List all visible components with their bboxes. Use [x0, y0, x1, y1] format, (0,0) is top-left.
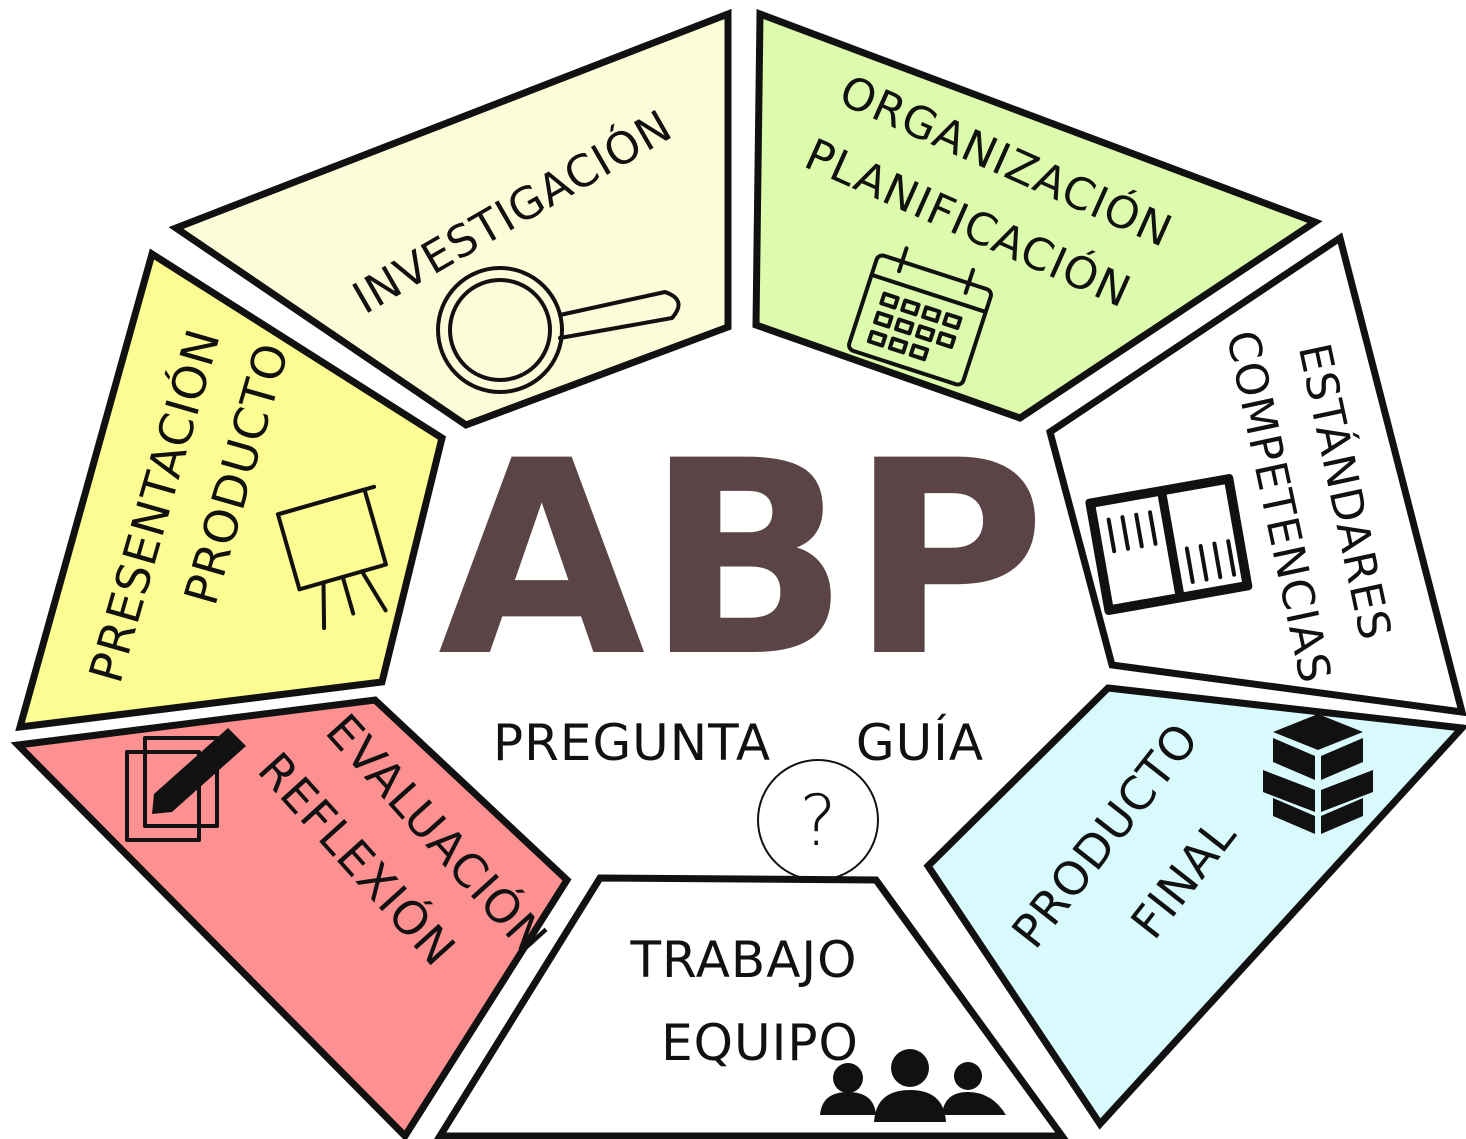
question-icon: ? [757, 759, 879, 881]
center-subtitle-guia: GUÍA [856, 713, 984, 772]
segment-investigacion-shape [168, 8, 732, 429]
boxes-icon [1263, 714, 1373, 834]
question-mark: ? [799, 780, 836, 862]
segment-trabajo-equipo-label-1: TRABAJO [629, 931, 857, 989]
segment-producto-final: PRODUCTO FINAL [923, 684, 1466, 1130]
magnifying-glass-icon [436, 266, 681, 394]
open-book-icon [1085, 474, 1253, 616]
center-subtitle-pregunta: PREGUNTA [493, 714, 771, 772]
center-hub: ABP PREGUNTA GUÍA ? [438, 404, 1046, 881]
pencil-paper-icon [125, 728, 246, 842]
calendar-icon [847, 246, 993, 387]
center-title: ABP [438, 404, 1046, 716]
easel-icon [275, 484, 388, 631]
team-icon [820, 1049, 1006, 1122]
segment-trabajo-equipo-label-2: EQUIPO [661, 1014, 859, 1072]
segment-trabajo-equipo: TRABAJO EQUIPO [434, 874, 1069, 1139]
segment-estandares: ESTÁNDARES COMPETENCIAS [1045, 232, 1466, 717]
segment-presentacion-shape [15, 248, 446, 732]
segment-organizacion-shape [752, 8, 1323, 422]
